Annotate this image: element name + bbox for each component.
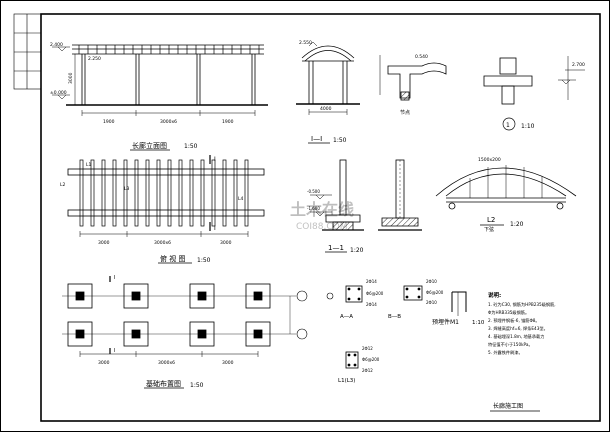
column-section-scale: 1:20	[350, 247, 364, 254]
foundation-dim-2: 3000x6	[158, 360, 175, 366]
elev-dim-1: 1900	[103, 119, 115, 125]
foundation-title: 基础布置图	[146, 379, 181, 388]
embed-scale: 1:10	[472, 320, 485, 326]
sec-b-title: B—B	[388, 314, 401, 320]
arch-sub: 下弦	[484, 226, 494, 233]
plan-dim-3: 3000	[220, 240, 232, 246]
foundation-view	[62, 276, 308, 357]
embed-title: 预埋件M1	[432, 318, 459, 326]
foundation-scale: 1:50	[190, 382, 204, 389]
small-sections	[326, 285, 467, 369]
plan-rafters	[79, 159, 249, 227]
elev-columns	[81, 54, 256, 105]
elev-dim-3: 1900	[222, 119, 234, 125]
detail-1-label: 节点	[400, 110, 410, 116]
sec-l1-title: L1(L3)	[338, 378, 355, 384]
note-2: Φ为HRB335级钢筋。	[488, 309, 529, 316]
watermark-text: 土木在线	[290, 200, 354, 219]
elev-rafters	[72, 44, 264, 54]
foundation-section-mark-bottom: I	[114, 348, 115, 354]
sec-b-label-3: 2Φ10	[426, 300, 437, 305]
foundation-dim-1: 3000	[98, 360, 110, 366]
detail-1-mark-1: 0.540	[415, 54, 428, 60]
sec-a-label-1: 2Φ14	[366, 279, 377, 284]
sec-a-title: A—A	[340, 314, 353, 320]
plan-beam-bottom	[67, 209, 265, 217]
section-arch-top	[301, 45, 355, 59]
detail-1-circle	[502, 117, 516, 131]
elev-level-mid: 2.250	[88, 56, 101, 62]
column-mark-2: -1.600	[307, 206, 320, 211]
elev-dimension-lines	[74, 54, 256, 116]
elev-dim-2: 3000x6	[160, 119, 177, 125]
sec-b-label-1: 2Φ10	[426, 279, 437, 284]
elev-level-ground: ±0.000	[50, 90, 67, 96]
plan-scale: 1:50	[197, 257, 211, 264]
plan-dim-2: 3000x6	[154, 240, 171, 246]
arch-scale: 1:20	[510, 221, 524, 228]
plan-label-l4: L4	[238, 196, 244, 202]
note-1: 1. 砼为C30, 钢筋为HPB235级钢筋,	[488, 301, 556, 308]
sheet-title: 长廊施工图	[493, 402, 523, 410]
arch-top-chord	[435, 167, 577, 197]
detail-1-scale: 1:10	[521, 123, 535, 130]
sec-l1-label-3: 2Φ12	[362, 368, 373, 373]
elev-level-top: 2.400	[50, 42, 63, 48]
elev-height-dim: 3000	[68, 72, 74, 84]
section-1-view	[296, 41, 360, 115]
plan-section-mark-top: I	[214, 156, 216, 163]
section-1-title: I—I	[311, 135, 322, 143]
column-mark-1: -0.500	[307, 189, 320, 194]
foundation-section-mark-top: I	[114, 275, 115, 281]
plan-label-l1: L1	[86, 162, 92, 168]
plan-section-mark-bottom: I	[214, 225, 216, 232]
binding-strip	[13, 13, 42, 90]
note-5: 4. 基础埋深1.8m, 地基承载力	[488, 333, 544, 340]
note-3: 2. 预埋件钢板-6, 锚筋Φ8。	[488, 317, 540, 324]
arch-dim: 1500x200	[478, 157, 501, 163]
section-top-mark: 2.550	[299, 40, 312, 46]
note-7: 5. 外露铁件刷漆。	[488, 349, 523, 356]
column-section-title: 1—1	[328, 244, 344, 252]
plan-dim-1: 3000	[98, 240, 110, 246]
detail-1-mark-2: 2.700	[572, 62, 585, 68]
column-section-view	[310, 159, 422, 231]
plan-label-l2: L2	[60, 182, 66, 188]
detail-1-hatch	[400, 91, 410, 101]
elevation-scale: 1:50	[184, 143, 198, 150]
plan-view	[67, 155, 265, 237]
detail-1-num: 1	[506, 122, 510, 129]
arch-beam-view	[435, 165, 577, 210]
watermark-url: COI88.COM	[296, 222, 347, 232]
sec-a-label-2: Φ6@200	[366, 291, 384, 296]
arch-title: L2	[487, 216, 495, 224]
watermark: 土木在线 COI88.COM	[290, 200, 354, 232]
arch-inner-chord	[445, 173, 567, 197]
foundation-dim-3: 3000	[222, 360, 234, 366]
elev-level-marks	[52, 46, 70, 100]
note-6: 特征值不小于150kPa。	[488, 341, 533, 348]
sec-l1-label-2: Φ6@200	[362, 357, 380, 362]
sec-b-label-2: Φ6@200	[426, 290, 444, 295]
section-arch-bottom	[304, 50, 352, 62]
plan-label-l3: L3	[124, 186, 130, 192]
sec-l1-label-1: 2Φ12	[362, 346, 373, 351]
notes-heading: 说明:	[488, 291, 501, 299]
foundation-footings-row-2	[67, 321, 271, 347]
foundation-footings-row-1	[67, 283, 271, 309]
elevation-view	[52, 44, 268, 116]
elevation-title: 长廊立面图	[132, 141, 167, 150]
inner-frame	[40, 13, 601, 422]
detail-1-view	[379, 55, 585, 131]
section-1-scale: 1:50	[333, 137, 347, 144]
plan-beam-top	[67, 168, 265, 176]
section-width: 4000	[320, 106, 332, 112]
note-4: 3. 焊缝高度hf=6, 焊条E43型。	[488, 325, 548, 332]
sec-a-label-3: 2Φ14	[366, 302, 377, 307]
plan-title: 俯 视 图	[160, 254, 185, 263]
